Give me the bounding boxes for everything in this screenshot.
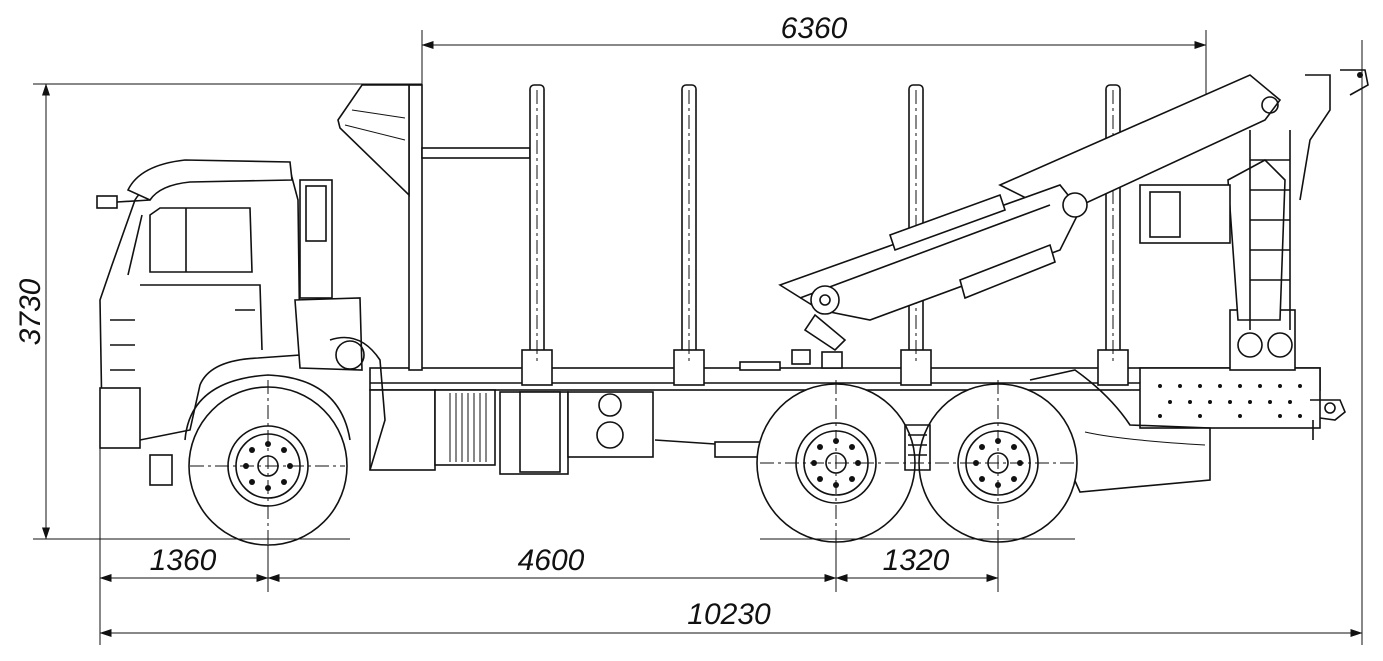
dimension-label-overall-height: 3730 — [14, 278, 47, 345]
cab-rear-equipment — [294, 179, 386, 471]
loader-crane — [778, 69, 1369, 371]
dimension-label-rear-axle-spacing: 1320 — [883, 544, 950, 577]
dimension-lines — [33, 30, 1363, 645]
dimension-label-overall-length: 10230 — [687, 598, 771, 631]
underbody-equipment — [369, 389, 761, 475]
cab-guard — [337, 84, 531, 371]
dimension-label-wheelbase: 4600 — [518, 544, 585, 577]
truck-cab — [96, 159, 351, 486]
dimension-label-front-overhang: 1360 — [150, 544, 217, 577]
rear-fender — [1029, 369, 1211, 493]
dimension-label-platform-length: 6360 — [781, 12, 848, 45]
rear-suspension — [904, 424, 931, 471]
